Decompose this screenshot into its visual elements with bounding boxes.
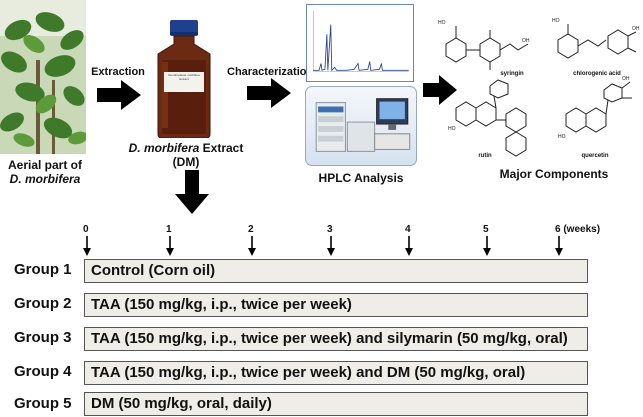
week-label-1: 1 [166, 224, 172, 235]
group-treatment-box-4: TAA (150 mg/kg, i.p., twice per week) an… [84, 361, 588, 385]
extract-caption-species: D. morbifera [128, 141, 200, 155]
svg-text:HO: HO [558, 134, 566, 140]
svg-text:OH: OH [622, 76, 630, 82]
week-label-3: 3 [327, 224, 333, 235]
svg-text:HO: HO [552, 18, 560, 24]
svg-text:HO: HO [438, 20, 446, 26]
major-components-structures: HO OH HO OH HO OH HO [438, 18, 640, 157]
group-treatment-box-3: TAA (150 mg/kg, i.p., twice per week) an… [84, 327, 588, 351]
svg-text:OH: OH [522, 38, 530, 44]
plant-caption-line1: Aerial part of [7, 158, 82, 172]
hplc-instrument-photo [305, 86, 417, 166]
right-arrow-icon [97, 80, 141, 110]
hplc-caption: HPLC Analysis [318, 171, 404, 185]
extraction-label: Extraction [91, 66, 145, 78]
group-label-1: Group 1 [14, 261, 72, 278]
compound-label-quercetin: quercetin [581, 153, 609, 159]
plant-photo [0, 0, 86, 154]
week-label-5: 5 [483, 224, 489, 235]
group-treatment-box-1: Control (Corn oil) [84, 259, 588, 283]
week-label-0: 0 [83, 224, 89, 235]
group-label-5: Group 5 [14, 395, 72, 412]
group-treatment-box-2: TAA (150 mg/kg, i.p., twice per week) [84, 293, 588, 317]
hplc-chromatogram [306, 4, 414, 82]
extract-caption-line2: (DM) [172, 155, 200, 169]
extract-bottle-photo [157, 20, 211, 138]
components-caption: Major Components [499, 167, 609, 181]
extract-caption-word: Extract [199, 141, 244, 155]
svg-text:OH: OH [632, 26, 640, 32]
week-tick-arrows [83, 236, 563, 256]
right-arrow-icon [423, 75, 457, 105]
week-label-2: 2 [248, 224, 254, 235]
week-label-6: 6 (weeks) [555, 224, 601, 235]
bottle-label-text: Dendropanax morbifera Extract [168, 73, 200, 81]
svg-text:HO: HO [448, 126, 456, 132]
group-label-2: Group 2 [14, 295, 72, 312]
right-arrow-icon [247, 78, 291, 108]
group-label-4: Group 4 [14, 363, 72, 380]
group-treatment-box-5: DM (50 mg/kg, oral, daily) [84, 392, 588, 416]
compound-label-rutin: rutin [478, 153, 492, 159]
group-label-3: Group 3 [14, 329, 72, 346]
compound-label-chlorogenic-acid: chlorogenic acid [573, 71, 621, 77]
week-label-4: 4 [405, 224, 411, 235]
plant-caption: Aerial part of D. morbifera [0, 158, 90, 186]
compound-label-syringin: syringin [500, 71, 524, 77]
down-arrow-icon [175, 170, 209, 214]
plant-caption-line2: D. morbifera [9, 172, 81, 186]
extract-caption: D. morbifera Extract (DM) [127, 141, 245, 169]
characterization-label: Characterization [227, 66, 314, 78]
